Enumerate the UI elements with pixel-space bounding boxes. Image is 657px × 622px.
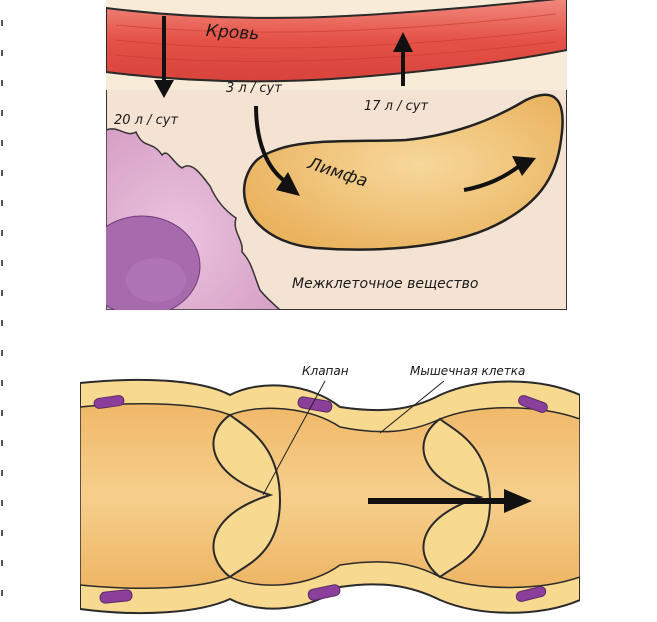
to-lymph-arrow <box>254 105 300 196</box>
lymph-vessel <box>242 93 564 251</box>
valve-leaflets-2 <box>422 417 492 579</box>
muscle-nucleus <box>99 589 133 604</box>
lymph-vessel-valve-diagram: Клапан Мышечная клетка <box>79 355 581 618</box>
to-lymph-label: 3 л / сут <box>226 81 282 96</box>
page-edge-dashes <box>1 20 3 596</box>
muscle-cell-label: Мышечная клетка <box>410 364 525 378</box>
muscle-cell-pointer <box>379 380 445 434</box>
valve-svg: Клапан Мышечная клетка <box>79 364 581 615</box>
muscle-nucleus <box>93 395 125 409</box>
filtration-arrow <box>154 16 174 98</box>
nucleus-highlight <box>126 258 186 302</box>
filtration-label: 20 л / сут <box>114 113 178 128</box>
reabsorption-arrow <box>393 32 413 86</box>
lymph-flow-arrow <box>463 156 536 192</box>
muscle-nucleus <box>518 395 548 413</box>
fluid-exchange-diagram: Кровь 20 л / сут 3 л / сут 17 л / сут Ли… <box>83 0 568 317</box>
blood-label: Кровь <box>205 21 260 45</box>
valve-label: Клапан <box>302 364 349 378</box>
valve-leaflets-1 <box>212 413 282 579</box>
interstitial-label: Межклеточное вещество <box>292 276 478 292</box>
muscle-cell-nuclei <box>93 395 548 604</box>
lymph-flow-arrow <box>368 489 532 513</box>
muscle-nucleus <box>297 396 333 413</box>
muscle-nucleus <box>515 586 547 602</box>
reabsorption-label: 17 л / сут <box>364 99 428 114</box>
fluid-exchange-svg: Кровь 20 л / сут 3 л / сут 17 л / сут Ли… <box>83 0 568 317</box>
muscle-nucleus <box>307 584 341 601</box>
valve-pointer <box>262 380 326 496</box>
